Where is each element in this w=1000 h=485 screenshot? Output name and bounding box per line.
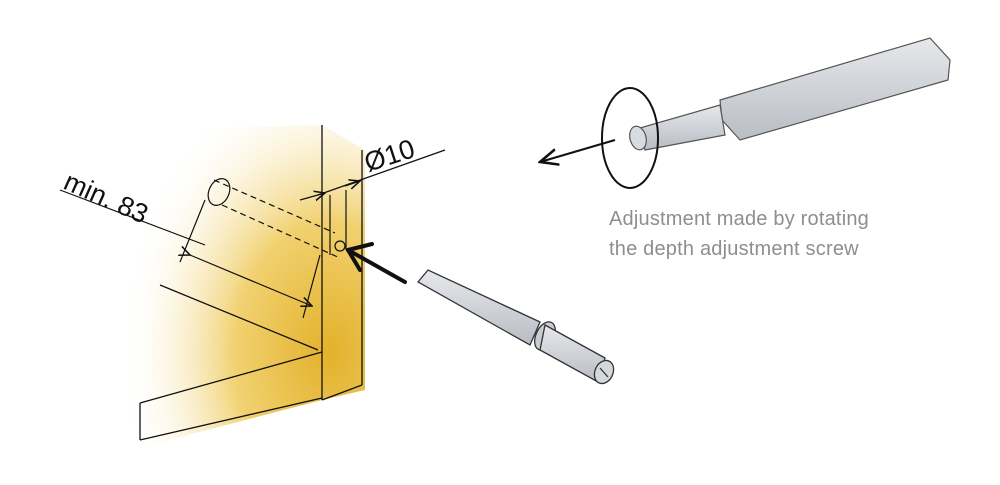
push-latch-part: [417, 269, 615, 385]
caption-line-2: the depth adjustment screw: [609, 238, 859, 260]
panel-edges: [139, 125, 363, 441]
diameter-label: Ø10: [361, 133, 419, 177]
depth-dimension: [59, 189, 321, 319]
caption-line-1: Adjustment made by rotating: [609, 208, 869, 230]
diameter-dimension: [299, 149, 446, 200]
adjustment-part: [629, 37, 951, 151]
rotation-arrow-icon: [601, 87, 659, 189]
drill-hole: [207, 178, 347, 259]
adjustment-direction-arrow: [540, 139, 616, 162]
insertion-arrow: [346, 242, 407, 284]
